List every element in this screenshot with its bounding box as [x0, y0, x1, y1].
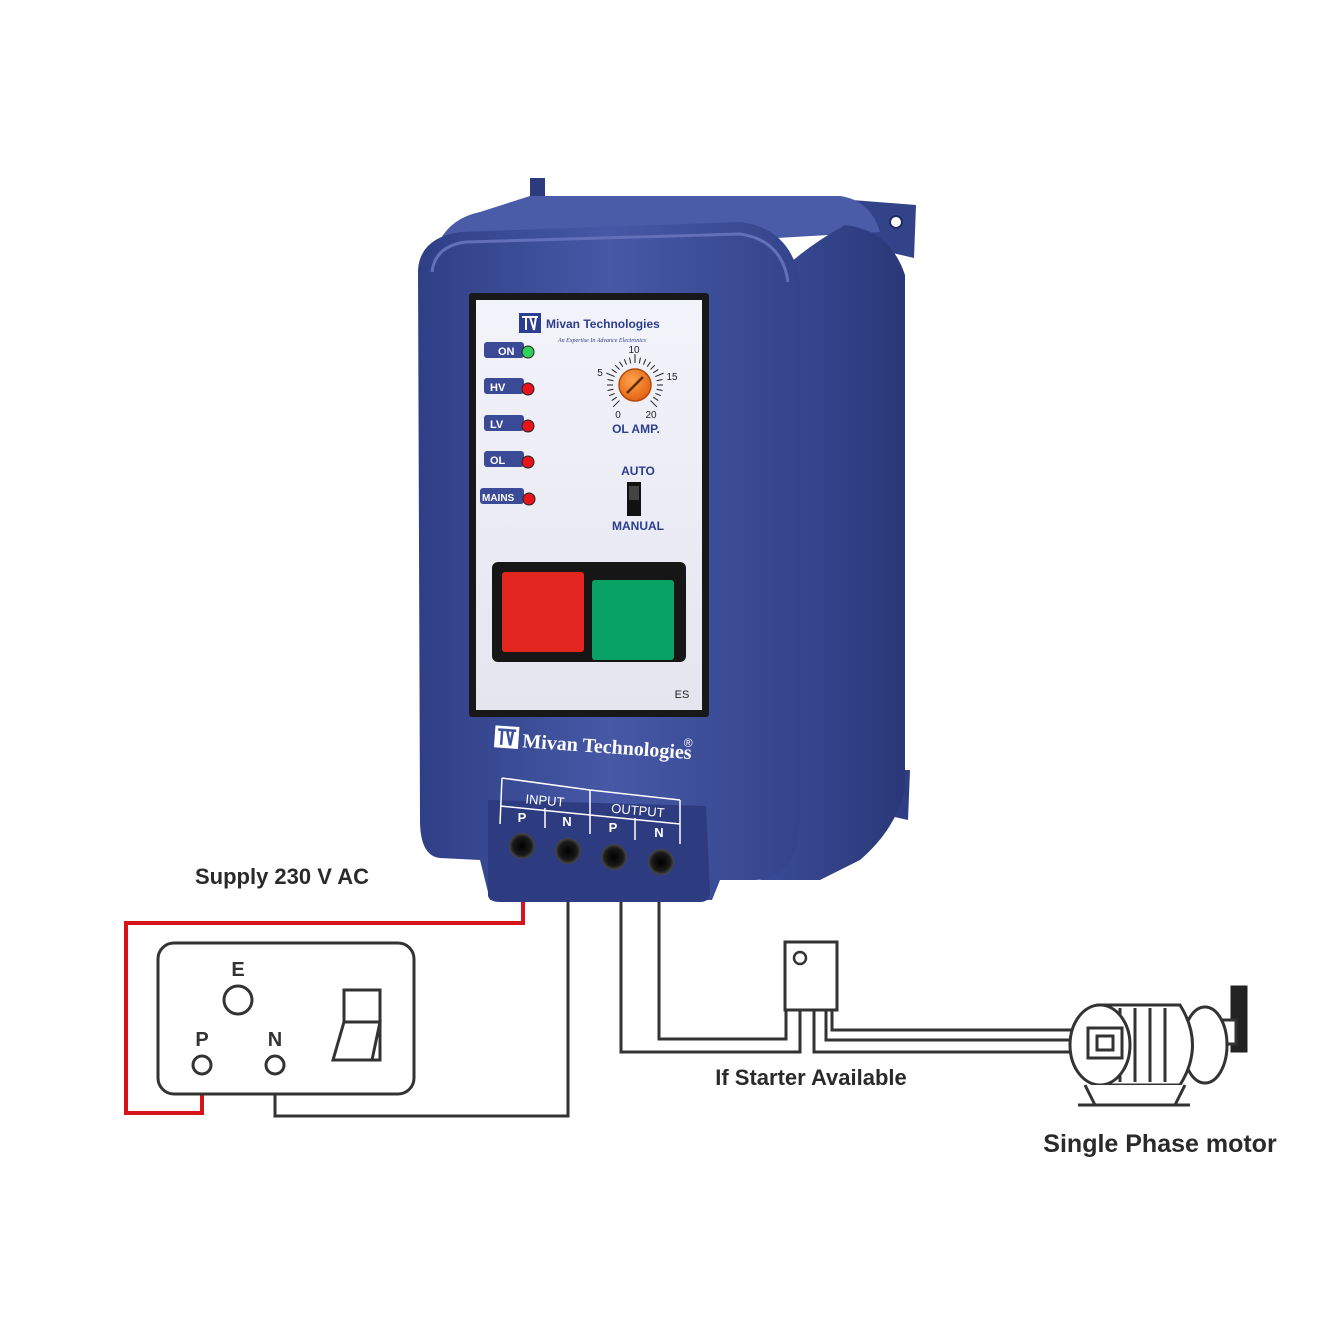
dial-tick-mark: [650, 400, 658, 408]
dial-tick-marks: [606, 354, 664, 408]
dial-tick-mark: [623, 358, 628, 365]
led-on: ON: [484, 342, 535, 359]
supply-label: Supply 230 V AC: [195, 864, 369, 889]
phase-pin: [191, 1054, 213, 1076]
motor-wire-2: [824, 1010, 1100, 1042]
starter-box: [783, 940, 839, 1012]
input-label: INPUT: [525, 791, 565, 809]
terminal-block: INPUT OUTPUT P N P N: [488, 777, 710, 902]
output-label: OUTPUT: [611, 801, 666, 821]
earth-pin: [222, 984, 254, 1016]
registered-mark: ®: [683, 736, 693, 751]
led-mains-light: [522, 492, 536, 506]
neutral-label: N: [268, 1029, 282, 1051]
led-indicators: ON HV LV OL: [480, 342, 536, 506]
dial-tick-mark: [653, 396, 659, 401]
model-label: ES: [675, 689, 690, 701]
switch-manual-label: MANUAL: [612, 519, 664, 533]
stop-button[interactable]: [502, 572, 584, 652]
dial-tick-mark: [619, 361, 624, 367]
top-mount-hole: [889, 215, 903, 229]
switch-auto-label: AUTO: [621, 464, 655, 478]
starter-indicator-icon: [792, 950, 808, 966]
motor-wire-3: [830, 1010, 1100, 1032]
input-n-label: N: [562, 814, 571, 829]
led-on-label: ON: [498, 346, 515, 358]
led-hv: HV: [484, 378, 535, 396]
dial-tick-mark: [656, 388, 663, 391]
dial-tick-mark: [646, 361, 651, 367]
motor-icon: [1068, 985, 1248, 1107]
earth-label: E: [231, 959, 244, 981]
led-mains-label: MAINS: [482, 493, 515, 504]
dial-tick-mark: [655, 372, 664, 378]
motor-wire-1: [812, 1010, 1100, 1054]
led-ol-label: OL: [490, 455, 506, 467]
dial-tick-mark: [606, 372, 615, 378]
terminal-output-n[interactable]: [648, 849, 674, 875]
output-n-wire: [657, 895, 788, 1041]
dial-label: OL AMP.: [612, 422, 660, 436]
led-on-light: [521, 345, 535, 359]
wall-socket: E P N: [156, 941, 416, 1096]
dial-tick-mark: [650, 364, 656, 370]
dial-tick-5: 5: [597, 368, 603, 379]
phase-wire-path: [124, 880, 525, 1115]
phase-label: P: [195, 1029, 208, 1051]
dial-tick-mark: [629, 357, 632, 364]
dial-tick-mark: [638, 357, 641, 364]
dial-tick-mark: [607, 388, 614, 391]
panel-tagline: An Expertise In Advance Electronics: [557, 338, 647, 344]
output-wires: [619, 895, 1100, 1054]
terminal-input-p[interactable]: [509, 833, 535, 859]
dial-tick-10: 10: [628, 345, 640, 356]
panel-logo: Mivan Technologies An Expertise In Advan…: [519, 313, 660, 344]
start-button[interactable]: [592, 580, 674, 660]
output-p-label: P: [609, 820, 618, 835]
dial-tick-mark: [611, 396, 617, 401]
auto-manual-switch[interactable]: AUTO MANUAL: [612, 464, 664, 533]
socket-switch-icon: [331, 988, 382, 1062]
dial-tick-mark: [614, 364, 620, 370]
panel-brand: Mivan Technologies: [546, 317, 660, 331]
motor-label: Single Phase motor: [1043, 1130, 1277, 1158]
led-ol: OL: [484, 451, 535, 469]
dial-tick-mark: [612, 400, 620, 408]
led-hv-label: HV: [490, 382, 506, 394]
starter-label: If Starter Available: [715, 1065, 907, 1090]
output-p-wire: [619, 895, 802, 1054]
starter-enclosure: Mivan Technologies An Expertise In Advan…: [418, 178, 916, 902]
dial-tick-mark: [611, 369, 617, 374]
neutral-pin: [264, 1054, 286, 1076]
dial-tick-mark: [656, 379, 663, 382]
ol-amp-dial[interactable]: 0 5 10 15 20 OL AMP.: [597, 345, 678, 436]
led-mains: MAINS: [480, 488, 536, 506]
led-lv-light: [521, 419, 535, 433]
dial-tick-mark: [608, 392, 615, 397]
terminal-input-n[interactable]: [555, 838, 581, 864]
output-n-label: N: [654, 825, 663, 840]
led-hv-light: [521, 382, 535, 396]
dial-tick-mark: [655, 392, 662, 397]
terminal-output-p[interactable]: [601, 844, 627, 870]
push-buttons: [492, 562, 686, 662]
led-lv: LV: [484, 415, 535, 433]
input-p-label: P: [518, 810, 527, 825]
switch-slider[interactable]: [629, 486, 639, 500]
dial-tick-20: 20: [645, 410, 657, 421]
led-lv-label: LV: [490, 419, 504, 431]
led-ol-light: [521, 455, 535, 469]
phase-wire: [124, 880, 525, 1115]
dial-tick-mark: [653, 369, 659, 374]
dial-pointer: [626, 376, 644, 394]
dial-tick-0: 0: [615, 410, 621, 421]
starter-body: [783, 940, 839, 1012]
dial-tick-mark: [607, 379, 614, 382]
dial-tick-15: 15: [666, 372, 678, 383]
dial-tick-mark: [642, 358, 647, 365]
control-panel: Mivan Technologies An Expertise In Advan…: [469, 293, 709, 717]
